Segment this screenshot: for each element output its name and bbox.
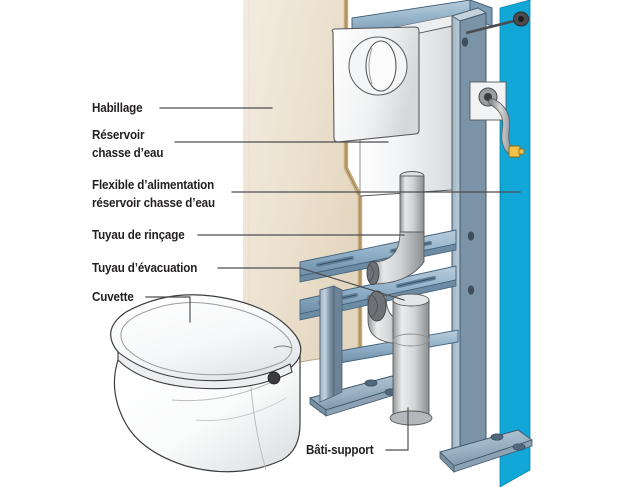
label-bati-support: Bâti-support — [306, 443, 374, 457]
label-flexible-alimentation-line2: réservoir chasse d’eau — [92, 196, 215, 210]
concealed-cistern — [331, 15, 453, 197]
leader-cuvette — [145, 296, 191, 323]
waste-pipe — [367, 290, 433, 426]
leader-bati-support — [385, 407, 409, 451]
label-tuyau-d-evacuation: Tuyau d’évacuation — [92, 261, 198, 275]
leader-evacuation — [217, 267, 405, 301]
flush-button-oval[interactable] — [365, 40, 397, 92]
label-habillage: Habillage — [92, 101, 143, 115]
label-reservoir-chasse-eau-line1: Réservoir — [92, 128, 145, 142]
flush-pipe — [366, 171, 425, 285]
label-flexible-alimentation-line1: Flexible d’alimentation — [92, 178, 215, 192]
toilet-seat[interactable] — [110, 294, 302, 390]
bowl-fixing-bolt — [267, 371, 281, 385]
wall-anchor-bolt — [465, 11, 529, 35]
wall-panel-blue — [499, 0, 531, 487]
label-reservoir-chasse-eau-line2: chasse d’eau — [92, 146, 164, 160]
label-cuvette: Cuvette — [92, 290, 134, 304]
flush-plate[interactable] — [331, 26, 420, 143]
frame-foot-left — [309, 285, 405, 417]
frame-post-right — [451, 7, 487, 469]
flexible-supply-hose — [469, 81, 525, 158]
label-tuyau-de-rincage: Tuyau de rinçage — [92, 228, 185, 242]
frame-foot-right — [439, 429, 533, 473]
supply-valve-brass[interactable] — [508, 145, 525, 158]
support-frame — [299, 0, 533, 473]
toilet-bowl — [110, 294, 302, 473]
leader-lines — [145, 107, 521, 451]
